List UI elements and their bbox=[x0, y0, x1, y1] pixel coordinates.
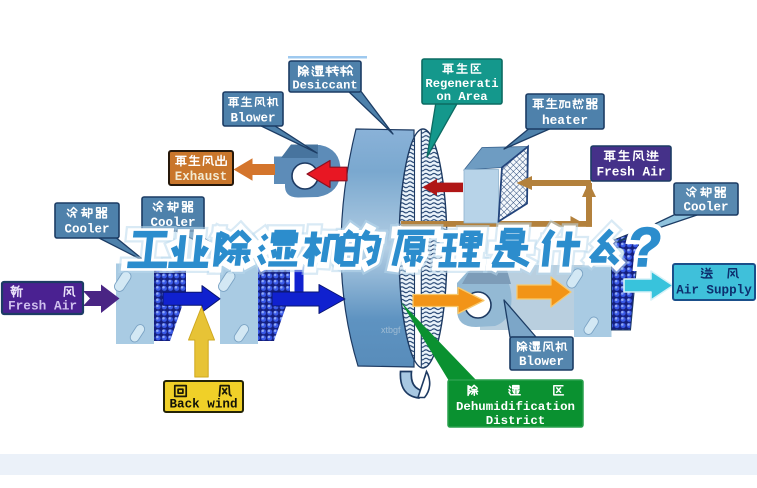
svg-text:Dehumidification: Dehumidification bbox=[456, 400, 575, 414]
svg-text:heater: heater bbox=[542, 113, 588, 128]
svg-text:Desiccant: Desiccant bbox=[292, 79, 357, 93]
svg-text:Fresh Air: Fresh Air bbox=[596, 165, 665, 180]
svg-text:Exhaust: Exhaust bbox=[175, 170, 228, 184]
svg-text:District: District bbox=[486, 414, 546, 428]
svg-text:Back wind: Back wind bbox=[169, 398, 237, 412]
svg-text:Air Supply: Air Supply bbox=[676, 284, 752, 298]
svg-text:xtbgf: xtbgf bbox=[381, 325, 401, 335]
svg-text:on Area: on Area bbox=[436, 90, 488, 104]
svg-text:Cooler: Cooler bbox=[683, 201, 728, 215]
svg-text:Cooler: Cooler bbox=[64, 223, 109, 237]
svg-text:Blower: Blower bbox=[230, 112, 275, 126]
svg-text:Regenerati: Regenerati bbox=[425, 77, 498, 91]
svg-text:?: ? bbox=[625, 216, 665, 278]
svg-text:Blower: Blower bbox=[519, 355, 564, 369]
svg-text:?: ? bbox=[625, 216, 665, 278]
svg-text:Fresh Air: Fresh Air bbox=[8, 299, 77, 314]
